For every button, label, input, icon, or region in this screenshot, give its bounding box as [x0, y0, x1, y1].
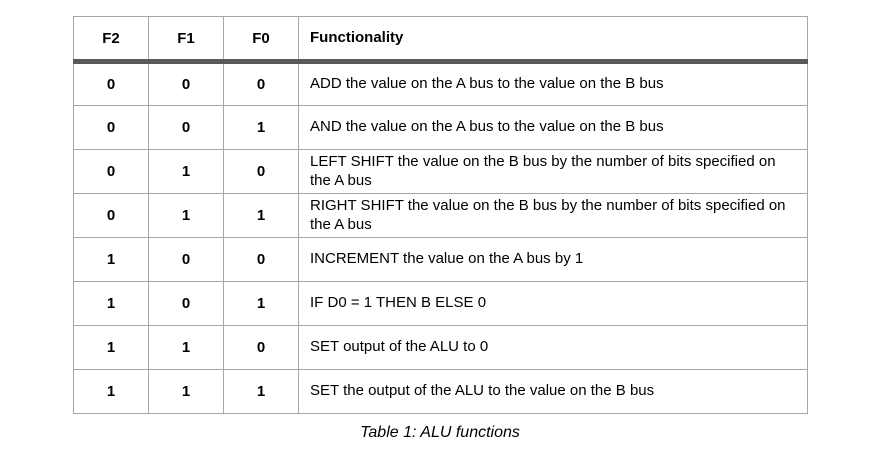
- cell-f0: 0: [223, 237, 299, 282]
- table-row: 1 0 1 IF D0 = 1 THEN B ELSE 0: [73, 281, 808, 326]
- cell-f2: 0: [73, 193, 149, 238]
- cell-functionality: ADD the value on the A bus to the value …: [298, 61, 808, 106]
- table-row: 1 1 1 SET the output of the ALU to the v…: [73, 369, 808, 414]
- cell-f1: 0: [148, 105, 224, 150]
- cell-f2: 1: [73, 369, 149, 414]
- cell-f2: 1: [73, 325, 149, 370]
- cell-f1: 0: [148, 237, 224, 282]
- cell-f2: 0: [73, 61, 149, 106]
- header-f0: F0: [223, 16, 299, 64]
- cell-functionality: LEFT SHIFT the value on the B bus by the…: [298, 149, 808, 194]
- cell-f0: 1: [223, 193, 299, 238]
- cell-f1: 1: [148, 325, 224, 370]
- header-f1: F1: [148, 16, 224, 64]
- cell-f0: 0: [223, 325, 299, 370]
- cell-functionality: INCREMENT the value on the A bus by 1: [298, 237, 808, 282]
- cell-functionality: SET the output of the ALU to the value o…: [298, 369, 808, 414]
- cell-f1: 1: [148, 369, 224, 414]
- cell-functionality: AND the value on the A bus to the value …: [298, 105, 808, 150]
- cell-f2: 0: [73, 105, 149, 150]
- cell-f0: 0: [223, 61, 299, 106]
- table-header-row: F2 F1 F0 Functionality: [73, 16, 808, 64]
- table-caption: Table 1: ALU functions: [360, 424, 520, 441]
- table-row: 1 0 0 INCREMENT the value on the A bus b…: [73, 237, 808, 282]
- cell-f1: 0: [148, 281, 224, 326]
- alu-functions-table: F2 F1 F0 Functionality 0 0 0 ADD the val…: [73, 16, 808, 414]
- cell-f0: 1: [223, 105, 299, 150]
- table-row: 0 0 1 AND the value on the A bus to the …: [73, 105, 808, 150]
- cell-functionality: RIGHT SHIFT the value on the B bus by th…: [298, 193, 808, 238]
- cell-f2: 1: [73, 237, 149, 282]
- cell-f0: 1: [223, 369, 299, 414]
- cell-f1: 0: [148, 61, 224, 106]
- cell-f2: 1: [73, 281, 149, 326]
- table-row: 0 0 0 ADD the value on the A bus to the …: [73, 61, 808, 106]
- header-f2: F2: [73, 16, 149, 64]
- cell-f0: 0: [223, 149, 299, 194]
- table-row: 0 1 0 LEFT SHIFT the value on the B bus …: [73, 149, 808, 194]
- cell-f0: 1: [223, 281, 299, 326]
- cell-f1: 1: [148, 149, 224, 194]
- table-row: 0 1 1 RIGHT SHIFT the value on the B bus…: [73, 193, 808, 238]
- cell-functionality: IF D0 = 1 THEN B ELSE 0: [298, 281, 808, 326]
- cell-f1: 1: [148, 193, 224, 238]
- header-functionality: Functionality: [298, 16, 808, 64]
- table-row: 1 1 0 SET output of the ALU to 0: [73, 325, 808, 370]
- alu-table: F2 F1 F0 Functionality 0 0 0 ADD the val…: [73, 16, 808, 414]
- cell-functionality: SET output of the ALU to 0: [298, 325, 808, 370]
- cell-f2: 0: [73, 149, 149, 194]
